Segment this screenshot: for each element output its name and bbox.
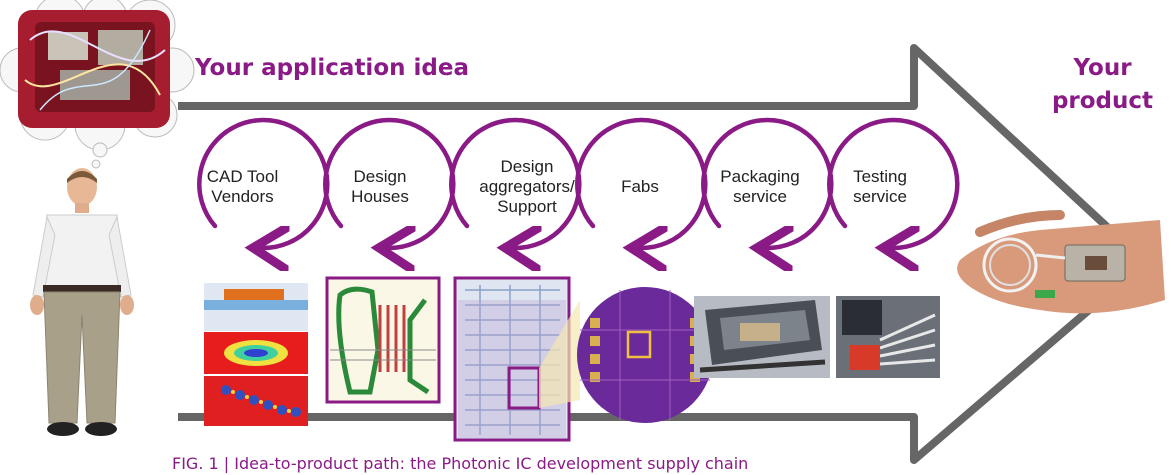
wafer-image	[577, 287, 713, 423]
step-label-design-aggregators: Design aggregators/ Support	[479, 157, 575, 216]
prototype-board-image	[18, 10, 170, 128]
figure-caption: FIG. 1 | Idea-to-product path: the Photo…	[172, 454, 749, 473]
design-layout-image	[325, 276, 441, 404]
chip-layout-image	[453, 276, 580, 442]
your-product-label: Your product	[1051, 55, 1154, 114]
arrow-step-1	[197, 117, 330, 248]
arrow-step-4	[575, 117, 708, 248]
arrow-step-6	[827, 117, 960, 248]
simulation-image	[204, 283, 308, 426]
person-image	[30, 168, 134, 436]
arrow-step-3	[449, 117, 582, 248]
step-label-testing-service: Testing service	[853, 167, 907, 206]
step-label-design-houses: Design Houses	[351, 167, 409, 206]
application-idea-title: Your application idea	[195, 55, 469, 81]
test-setup-image	[836, 296, 940, 378]
arrow-step-2	[323, 117, 456, 248]
step-label-packaging-service: Packaging service	[720, 167, 800, 206]
step-label-cad-tool-vendors: CAD Tool Vendors	[206, 167, 279, 206]
thought-bubble	[0, 0, 195, 169]
arrow-step-5	[701, 117, 834, 248]
package-image	[694, 296, 830, 378]
product-in-hand-image	[957, 210, 1165, 314]
step-label-fabs: Fabs	[621, 177, 659, 196]
